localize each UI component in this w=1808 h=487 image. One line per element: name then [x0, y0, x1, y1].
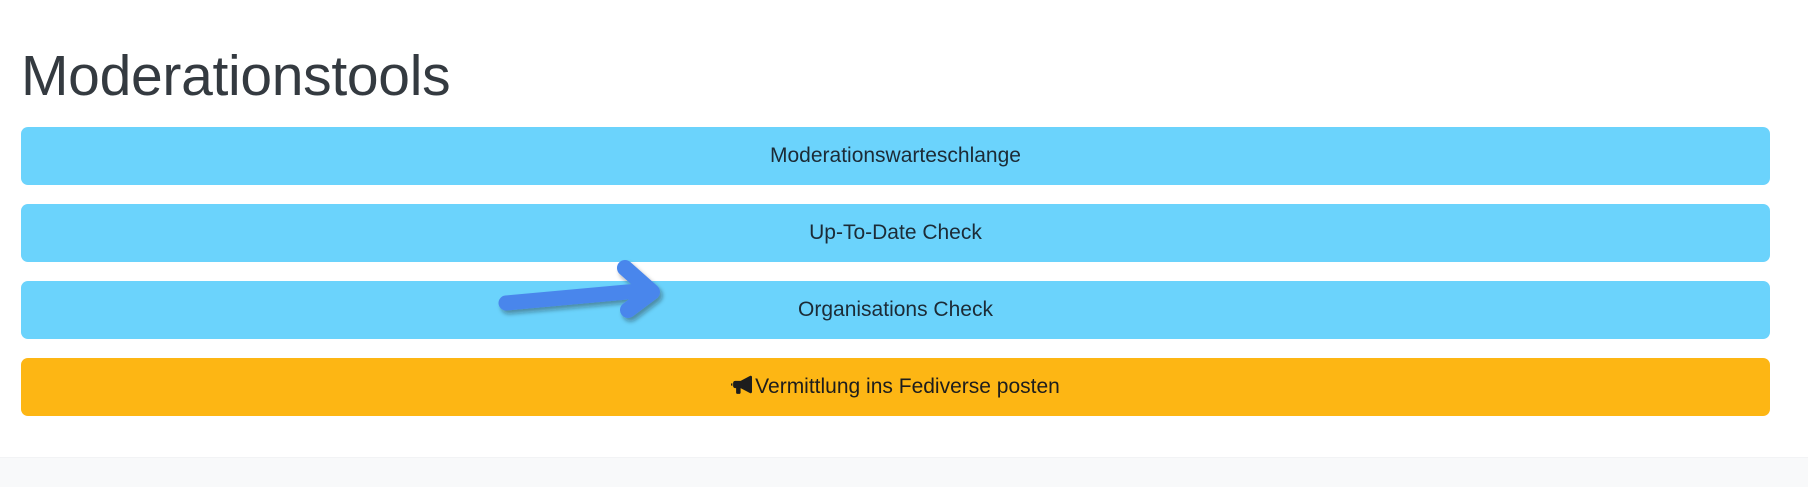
post-to-fediverse-button[interactable]: Vermittlung ins Fediverse posten: [21, 358, 1770, 416]
organisations-check-button-label: Organisations Check: [798, 298, 993, 321]
bullhorn-icon: [731, 375, 753, 395]
moderation-tools-button-stack: Moderationswarteschlange Up-To-Date Chec…: [21, 127, 1770, 416]
up-to-date-check-button-label: Up-To-Date Check: [809, 221, 982, 244]
organisations-check-button[interactable]: Organisations Check: [21, 281, 1770, 339]
page-title: Moderationstools: [21, 44, 451, 109]
moderation-queue-button-label: Moderationswarteschlange: [770, 144, 1021, 167]
post-to-fediverse-button-label: Vermittlung ins Fediverse posten: [755, 375, 1060, 398]
footer-strip: [0, 457, 1808, 487]
moderation-queue-button[interactable]: Moderationswarteschlange: [21, 127, 1770, 185]
up-to-date-check-button[interactable]: Up-To-Date Check: [21, 204, 1770, 262]
